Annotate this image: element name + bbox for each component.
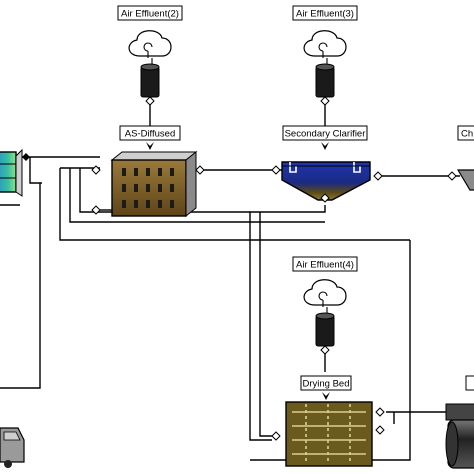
secondary-clarifier-label: Secondary Clarifier <box>285 129 366 140</box>
drying-bed: Drying Bed <box>271 375 385 467</box>
drying-bed-pipes <box>292 404 366 464</box>
as-diffused-label: AS-Diffused <box>125 129 176 140</box>
splitter-node <box>22 153 30 161</box>
truck-icon <box>0 427 25 468</box>
chlorination-label: Ch <box>461 129 473 140</box>
air-effluent-2-label: Air Effluent(2) <box>121 9 179 20</box>
diffuser-bubbles <box>122 168 174 208</box>
air-effluent-4-label: Air Effluent(4) <box>296 260 354 271</box>
chlorination-unit: Ch <box>447 125 474 191</box>
air-effluent-4: Air Effluent(4) <box>292 256 358 355</box>
stack-icon <box>315 66 335 98</box>
air-effluent-3: Air Effluent(3) <box>292 5 358 106</box>
drying-bed-label: Drying Bed <box>303 379 350 390</box>
stack-icon <box>140 66 160 98</box>
sludge-drum <box>445 375 474 469</box>
air-effluent-3-label: Air Effluent(3) <box>296 9 354 20</box>
secondary-clarifier: Secondary Clarifier <box>271 125 383 203</box>
stack-icon <box>315 315 335 347</box>
piping <box>0 103 460 461</box>
as-diffused-tank: AS-Diffused <box>91 125 205 218</box>
air-effluent-2: Air Effluent(2) <box>117 5 183 106</box>
screen-unit <box>0 148 30 197</box>
